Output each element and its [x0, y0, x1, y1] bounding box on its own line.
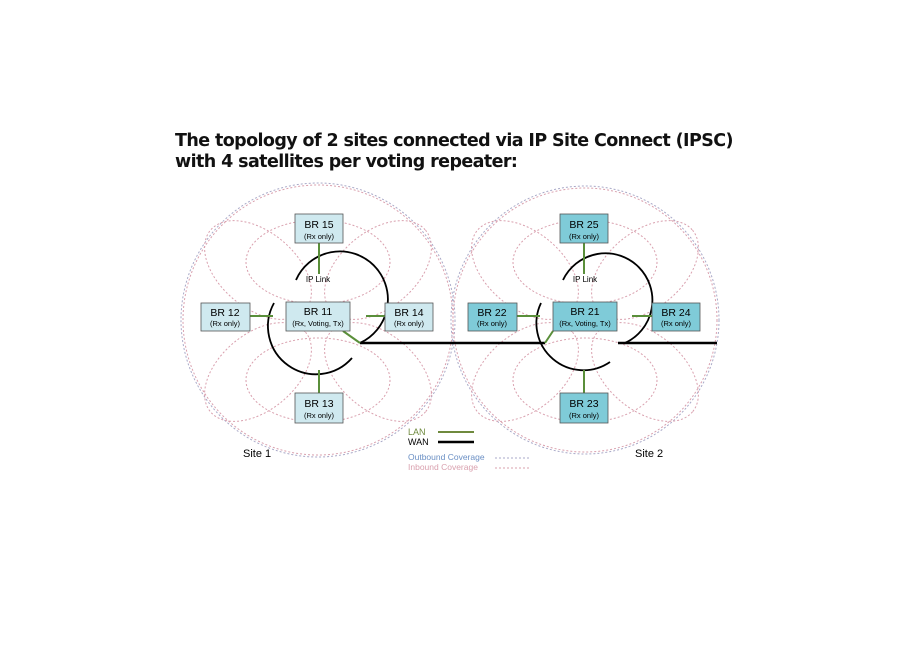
site-1-repeaters: BR 15(Rx only) BR 12(Rx only) BR 11(Rx, …: [200, 213, 434, 424]
site-2-ip-link-arc: [562, 252, 654, 344]
site-1-ip-link-arc: [267, 302, 353, 376]
coverage-petal: [591, 322, 699, 422]
repeater-br12[interactable]: BR 12(Rx only): [200, 302, 251, 332]
title-line-1: The topology of 2 sites connected via IP…: [175, 131, 733, 151]
repeater-name: BR 23: [569, 398, 598, 410]
coverage-petal: [324, 322, 432, 422]
coverage-petal: [245, 337, 391, 423]
legend-outbound-label: Outbound Coverage: [408, 452, 485, 462]
coverage-petal: [204, 322, 312, 422]
site-1-label: Site 1: [243, 448, 271, 460]
legend-wan-label: WAN: [408, 437, 429, 447]
repeater-name: BR 11: [304, 306, 333, 318]
site-2-outbound-coverage: [450, 185, 720, 455]
repeater-br24[interactable]: BR 24(Rx only): [651, 302, 701, 332]
repeater-role: (Rx only): [477, 319, 508, 328]
repeater-name: BR 21: [570, 306, 599, 318]
repeater-br22[interactable]: BR 22(Rx only): [467, 302, 518, 332]
legend-inbound-label: Inbound Coverage: [408, 462, 478, 472]
repeater-br23[interactable]: BR 23(Rx only): [559, 392, 609, 424]
site-1-ip-link-label: IP Link: [306, 275, 331, 284]
repeater-role: (Rx, Voting, Tx): [559, 319, 611, 328]
coverage-petal: [324, 220, 432, 320]
legend-lan-label: LAN: [408, 427, 426, 437]
diagram-title: The topology of 2 sites connected via IP…: [175, 131, 733, 173]
repeater-role: (Rx only): [210, 319, 241, 328]
title-line-2: with 4 satellites per voting repeater:: [175, 152, 518, 172]
repeater-role: (Rx, Voting, Tx): [292, 319, 344, 328]
legend: LAN WAN Outbound Coverage Inbound Covera…: [408, 427, 531, 472]
repeater-role: (Rx only): [569, 232, 600, 241]
repeater-br21[interactable]: BR 21(Rx, Voting, Tx): [552, 301, 618, 332]
repeater-name: BR 13: [304, 398, 333, 410]
repeater-name: BR 15: [304, 219, 333, 231]
repeater-name: BR 12: [210, 307, 239, 319]
site-1-outbound-coverage: [180, 182, 456, 458]
coverage-petal: [591, 220, 699, 320]
repeater-br15[interactable]: BR 15(Rx only): [294, 213, 344, 244]
site-1-inbound-coverage: [182, 184, 454, 456]
repeater-name: BR 14: [394, 307, 423, 319]
repeater-role: (Rx only): [661, 319, 692, 328]
repeater-role: (Rx only): [394, 319, 425, 328]
repeater-role: (Rx only): [569, 411, 600, 420]
repeater-br11[interactable]: BR 11(Rx, Voting, Tx): [285, 301, 351, 332]
repeater-name: BR 25: [569, 219, 598, 231]
repeater-role: (Rx only): [304, 232, 335, 241]
site-2-inbound-coverage: [452, 187, 718, 453]
site-2-repeaters: BR 25(Rx only) BR 22(Rx only) BR 21(Rx, …: [467, 213, 701, 424]
site-2-ip-link-label: IP Link: [573, 275, 598, 284]
site-2-ip-link-arc: [535, 302, 611, 372]
repeater-role: (Rx only): [304, 411, 335, 420]
repeater-name: BR 22: [477, 307, 506, 319]
repeater-br13[interactable]: BR 13(Rx only): [294, 392, 344, 424]
site-1-ip-link-arc: [295, 250, 389, 344]
repeater-br14[interactable]: BR 14(Rx only): [384, 302, 434, 332]
lan-links: [250, 243, 652, 393]
coverage-petal: [512, 337, 658, 423]
coverage-petal: [471, 322, 579, 422]
site-2-label: Site 2: [635, 448, 663, 460]
repeater-name: BR 24: [661, 307, 690, 319]
repeater-br25[interactable]: BR 25(Rx only): [559, 213, 609, 244]
